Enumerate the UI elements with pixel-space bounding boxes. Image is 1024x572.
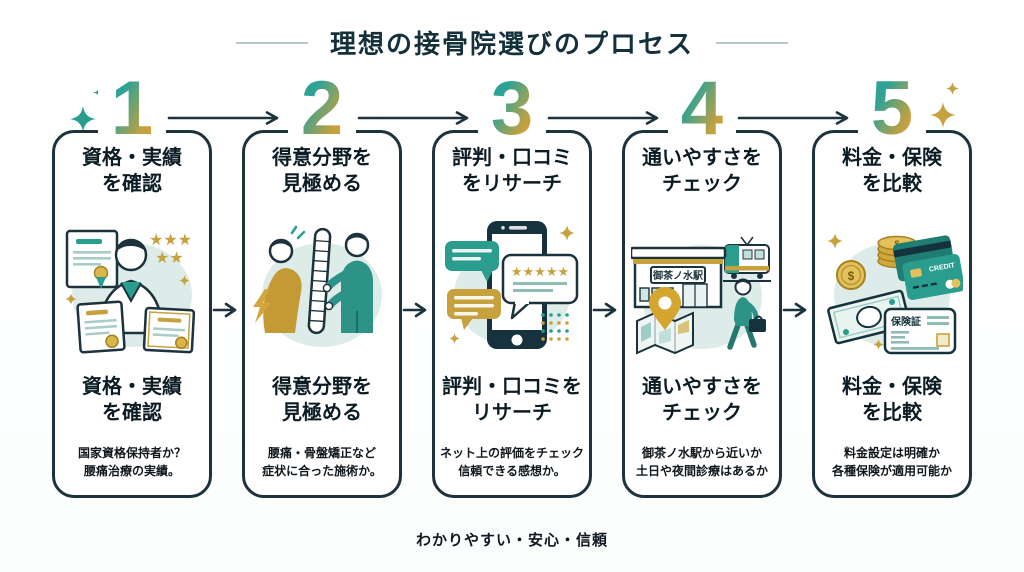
step-number: 4 [667,71,737,146]
card-subtitle: 評判・口コミを リサーチ [442,376,582,425]
station-sign-label: 御茶ノ水駅 [652,269,704,282]
step-card: 評判・口コミ をリサーチ [432,129,592,498]
card-title: 資格・実績 を確認 [82,146,182,195]
title-line-right [716,41,788,44]
insurance-card-icon: 保険証 [883,307,957,354]
sparkle-icon [827,232,843,249]
sparkle-icon [559,224,575,241]
card-arrow-icon [782,302,807,318]
briefcase-handle [754,315,763,320]
step-number: 5 [857,71,927,146]
card-description: 料金設定は明確か 各種保険が適用可能か [831,445,952,479]
title-line-left [235,41,308,44]
framed-certificate-icon [65,229,119,289]
step-number: 1 [97,71,167,146]
card-subtitle: 資格・実績 を確認 [82,376,182,425]
flow-arrow-icon [547,111,659,125]
flow-arrow-icon [737,111,849,125]
svg-text:★★★★★: ★★★★★ [511,264,569,279]
flow-arrow-icon [357,111,469,125]
certificate-icon [76,299,126,354]
card-arrow-icon [212,302,237,318]
briefcase-icon [749,318,766,332]
dot-grid-decoration [541,312,569,341]
card-title: 得意分野を 見極める [272,146,372,195]
step-1: 1 資格・実績 を確認 [52,71,212,498]
location-pin-icon [649,286,681,330]
doctor-certificates-illustration: ★★★ ★★ [65,229,196,354]
step-number: 2 [287,71,357,146]
card-title: 料金・保険 を比較 [842,146,942,195]
chat-bubble-icon [445,240,499,282]
price-insurance-illustration: $ $ CREDIT [827,232,963,354]
credit-card-icon: CREDIT [893,234,963,300]
step-card: 資格・実績 を確認 ★★★ [52,129,212,498]
practitioner-figure [322,232,373,333]
review-research-illustration: ★★★★★ [445,220,579,349]
card-description: 御茶ノ水駅から近いか 土日や夜間診療はあるか [635,445,768,479]
map-icon [636,310,694,355]
svg-text:★★★: ★★★ [149,232,192,249]
step-3: 3 評判・口コミ をリサーチ [432,71,592,498]
page-title: 理想の接骨院選びのプロセス [329,29,694,59]
step-card: 料金・保険 を比較 $ $ [812,129,972,498]
chat-bubble-icon [447,288,501,330]
card-subtitle: 料金・保険 を比較 [842,376,942,425]
flow-arrow-icon [167,111,279,125]
insurance-label: 保険証 [890,315,921,328]
card-description: 国家資格保持者か？ 腰痛治療の実績。 [77,445,186,479]
card-description: ネット上の評価をチェック 信頼できる感想か。 [439,445,584,479]
dollar-coin-icon: $ [836,259,866,290]
credit-label: CREDIT [929,262,957,274]
step-card: 通いやすさを チェック [622,129,782,498]
step-card: 得意分野を 見極める [242,129,402,498]
svg-text:$: $ [848,269,855,283]
card-subtitle: 得意分野を 見極める [272,376,372,425]
five-star-review-bubble: ★★★★★ [501,253,579,319]
walking-commuter-figure [727,278,766,350]
patient-figure [253,225,306,333]
process-steps: 1 資格・実績 を確認 [52,71,972,498]
step-number: 3 [477,71,547,146]
pain-flash-icon [253,288,271,323]
header: 理想の接骨院選びのプロセス [0,24,1024,61]
card-title: 通いやすさを チェック [642,146,762,195]
card-arrow-icon [402,302,427,318]
card-arrow-icon [592,302,617,318]
spine-treatment-illustration [253,225,382,347]
step-4: 4 通いやすさを チェック [622,71,782,498]
certificate-icon [142,306,196,353]
spine-icon [307,227,332,334]
train-icon [723,236,771,282]
card-description: 腰痛・骨盤矯正など 症状に合った施術か。 [262,445,382,479]
stress-marks-icon [290,225,306,239]
rating-stars-icon: ★★★ ★★ [149,232,192,267]
svg-text:★★: ★★ [155,250,184,267]
step-5: 5 料金・保険 を比較 $ [812,71,972,498]
access-check-illustration: 御茶ノ水駅 [631,236,771,355]
card-title: 評判・口コミ をリサーチ [452,146,572,195]
sparkle-icon [449,332,460,344]
step-2: 2 得意分野を 見極める [242,71,402,498]
footer-tagline: わかりやすい・安心・信頼 [415,532,608,549]
card-subtitle: 通いやすさを チェック [642,376,762,425]
